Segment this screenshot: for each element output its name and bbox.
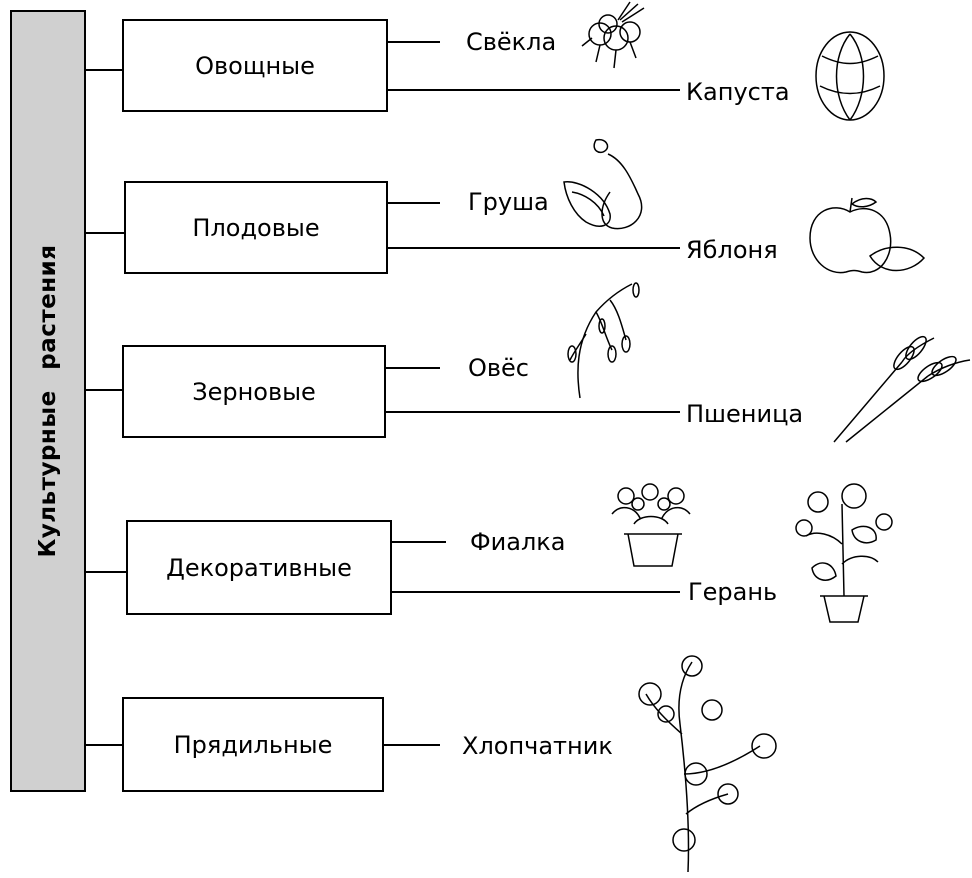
root-node: Культурные растения [10,10,86,792]
leaf-geranium: Герань [688,580,777,604]
category-label: Декоративные [166,554,352,582]
leaf-wheat: Пшеница [686,402,803,426]
category-label: Овощные [195,52,315,80]
cabbage-icon [812,26,888,124]
apple-icon [806,194,926,276]
leaf-apple: Яблоня [686,238,778,262]
category-fiber: Прядильные [122,697,384,792]
leaf-violet: Фиалка [470,530,566,554]
geranium-icon [792,484,896,624]
oat-icon [566,282,644,400]
leaf-pear: Груша [468,190,549,214]
category-label: Зерновые [192,378,316,406]
category-label: Прядильные [174,731,333,759]
root-label: Культурные растения [35,244,61,557]
category-label: Плодовые [192,214,319,242]
category-decorative: Декоративные [126,520,392,615]
category-vegetables: Овощные [122,19,388,112]
leaf-cotton: Хлопчатник [462,734,613,758]
pear-icon [560,136,660,234]
beet-icon [578,0,658,72]
violet-icon [604,484,698,568]
category-grain: Зерновые [122,345,386,438]
wheat-icon [832,332,972,444]
leaf-oat: Овёс [468,356,529,380]
category-fruit: Плодовые [124,181,388,274]
leaf-cabbage: Капуста [686,80,790,104]
cotton-icon [636,654,782,874]
leaf-beet: Свёкла [466,30,556,54]
